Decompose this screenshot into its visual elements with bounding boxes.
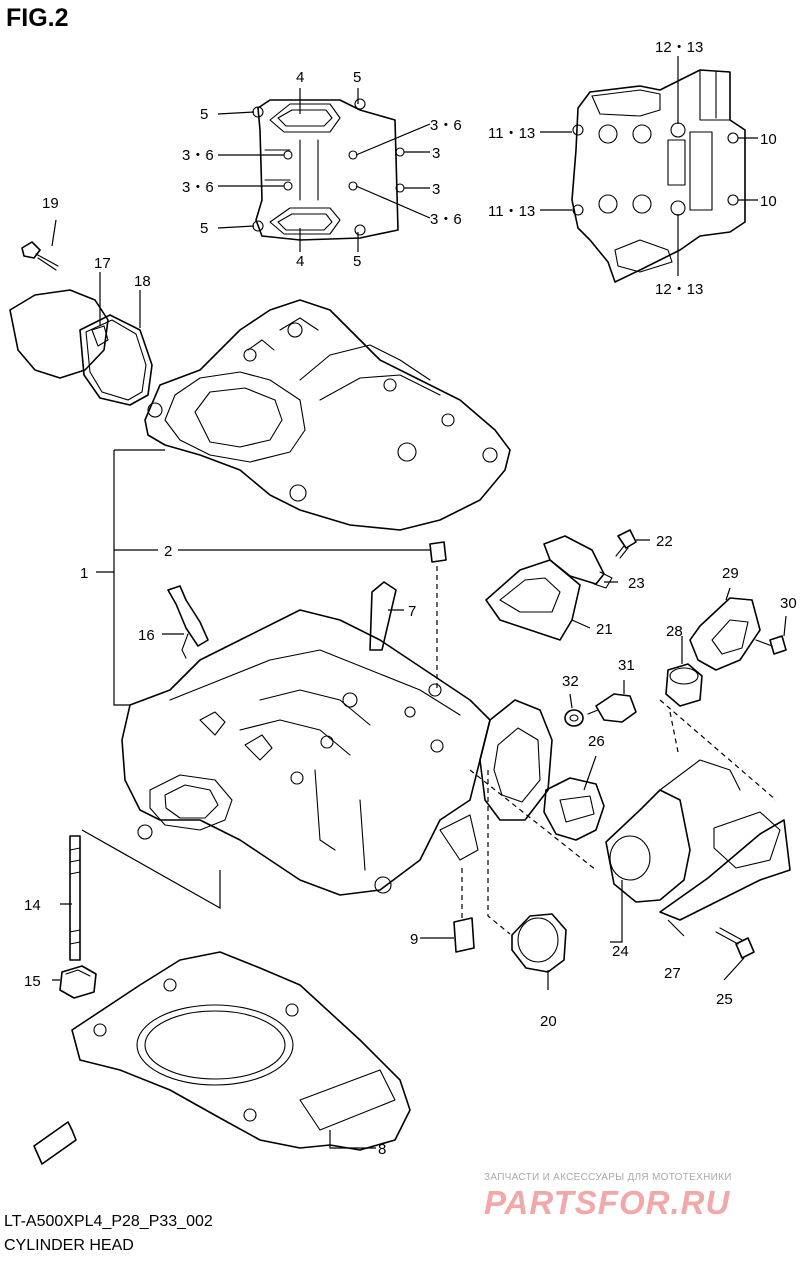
thermostat-26 xyxy=(543,777,605,841)
inset-cover-bolt-pattern xyxy=(217,88,431,252)
head-gasket-8 xyxy=(71,951,411,1151)
callout-11-13: 11・13 xyxy=(488,125,535,142)
leader-lines xyxy=(51,219,787,1149)
callout-3-6: 3・6 xyxy=(430,211,462,228)
inset-head-bolt-pattern xyxy=(540,56,758,283)
watermark-brand: PARTSFOR.RU xyxy=(484,1184,731,1221)
washer-32 xyxy=(564,709,584,727)
stud-14 xyxy=(69,835,81,961)
bolt-22 xyxy=(615,529,637,559)
callout-31: 31 xyxy=(618,657,635,674)
callout-11-13: 11・13 xyxy=(488,203,535,220)
dowel-2 xyxy=(429,541,447,563)
cap-28 xyxy=(665,663,703,707)
callout-18: 18 xyxy=(134,273,151,290)
callout-15: 15 xyxy=(24,973,41,990)
callout-9: 9 xyxy=(410,931,418,948)
callout-3-6: 3・6 xyxy=(430,117,462,134)
dowel-9 xyxy=(453,917,475,953)
callout-7: 7 xyxy=(408,603,416,620)
callout-5: 5 xyxy=(200,220,208,237)
callout-5: 5 xyxy=(353,253,361,270)
callout-5: 5 xyxy=(200,106,208,123)
callout-28: 28 xyxy=(666,623,683,640)
callout-30: 30 xyxy=(780,595,797,612)
callout-2: 2 xyxy=(164,543,172,560)
sensor-31 xyxy=(587,693,637,723)
diagram-name: CYLINDER HEAD xyxy=(4,1237,134,1254)
cylinder-head xyxy=(121,609,491,896)
figure-title: FIG.2 xyxy=(6,4,69,32)
bracket-29 xyxy=(689,597,761,671)
thermostat-housing xyxy=(479,699,553,821)
callout-4: 4 xyxy=(296,69,304,86)
cover-bolt-19 xyxy=(21,241,59,271)
callout-26: 26 xyxy=(588,733,605,750)
callout-21: 21 xyxy=(596,621,613,638)
callout-17: 17 xyxy=(94,255,111,272)
bolt-30 xyxy=(755,635,787,655)
clamp-23 xyxy=(543,535,613,589)
nut-15 xyxy=(59,965,97,999)
spark-plug-16 xyxy=(167,585,209,659)
callout-14: 14 xyxy=(24,897,41,914)
callout-22: 22 xyxy=(656,533,673,550)
callout-5: 5 xyxy=(353,69,361,86)
callout-12-13: 12・13 xyxy=(655,39,703,56)
callout-29: 29 xyxy=(722,565,739,582)
callout-3: 3 xyxy=(432,145,440,162)
callout-24: 24 xyxy=(612,943,629,960)
bolt-25 xyxy=(715,927,755,959)
valve-guide-7 xyxy=(369,581,397,651)
callout-27: 27 xyxy=(664,965,681,982)
callout-25: 25 xyxy=(716,991,733,1008)
callout-8: 8 xyxy=(378,1141,386,1158)
fwd-arrow-icon: FWD xyxy=(33,1121,77,1165)
callout-32: 32 xyxy=(562,673,579,690)
cylinder-head-cover xyxy=(144,299,511,531)
callouts: 4 5 5 3・6 3・6 3 3・6 3 3・6 5 4 5 12・13 11… xyxy=(24,39,797,1158)
callout-16: 16 xyxy=(138,627,155,644)
callout-19: 19 xyxy=(42,195,59,212)
gasket-27 xyxy=(659,811,791,921)
diagram-code: LT-A500XPL4_P28_P33_002 xyxy=(4,1213,213,1230)
callout-10: 10 xyxy=(760,193,777,210)
callout-4: 4 xyxy=(296,253,304,270)
callout-3-6: 3・6 xyxy=(182,147,214,164)
callout-12-13: 12・13 xyxy=(655,281,703,298)
plug-20 xyxy=(511,913,567,973)
water-outlet-24 xyxy=(605,759,741,903)
callout-23: 23 xyxy=(628,575,645,592)
cap-17 xyxy=(9,289,109,379)
callout-3-6: 3・6 xyxy=(182,179,214,196)
callout-1: 1 xyxy=(80,565,88,582)
callout-3: 3 xyxy=(432,181,440,198)
watermark-tagline: ЗАПЧАСТИ И АКСЕССУАРЫ ДЛЯ МОТОТЕХНИКИ xyxy=(484,1172,732,1183)
callout-20: 20 xyxy=(540,1013,557,1030)
o-ring-18 xyxy=(79,314,153,406)
callout-10: 10 xyxy=(760,131,777,148)
